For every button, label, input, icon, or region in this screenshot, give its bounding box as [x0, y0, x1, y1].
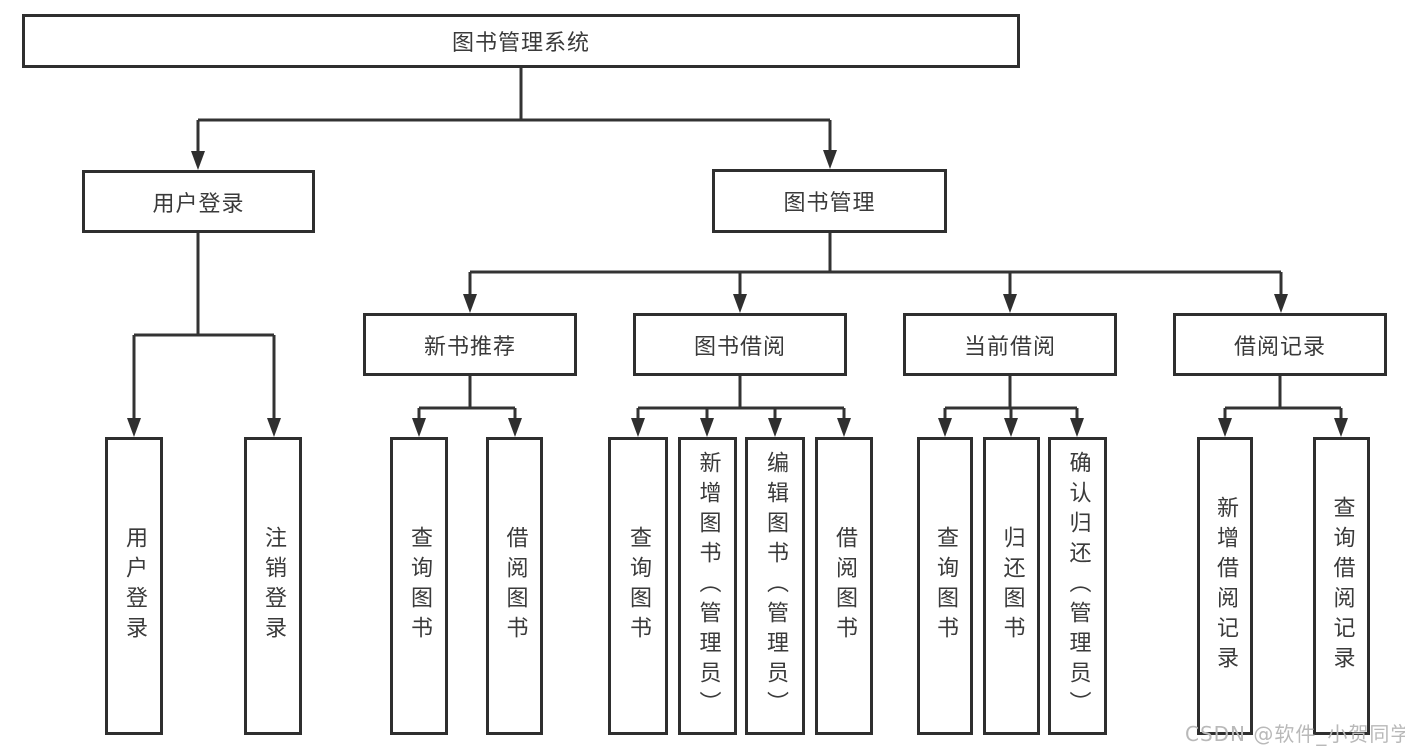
leaf-borrow-book: 借阅图书	[815, 437, 873, 735]
leaf-confirm-return-admin: 确认归还（管理员）	[1048, 437, 1107, 735]
leaf-recommend-query-book: 查询图书	[390, 437, 448, 735]
leaf-borrow-query-book-label: 查询图书	[626, 526, 651, 646]
node-current-borrow: 当前借阅	[903, 313, 1117, 376]
leaf-add-borrow-record-label: 新增借阅记录	[1213, 496, 1238, 676]
node-root-library-management-system: 图书管理系统	[22, 14, 1020, 68]
leaf-user-login-label: 用户登录	[122, 526, 147, 646]
node-borrow-record: 借阅记录	[1173, 313, 1387, 376]
node-user-login: 用户登录	[82, 170, 315, 233]
node-new-book-recommend-label: 新书推荐	[423, 334, 516, 360]
node-book-borrow: 图书借阅	[633, 313, 847, 376]
leaf-logout: 注销登录	[244, 437, 302, 735]
leaf-add-borrow-record: 新增借阅记录	[1197, 437, 1253, 735]
leaf-current-query-book-label: 查询图书	[933, 526, 958, 646]
leaf-recommend-borrow-book-label: 借阅图书	[502, 526, 528, 646]
leaf-confirm-return-admin-label: 确认归还（管理员）	[1065, 451, 1091, 721]
leaf-borrow-book-label: 借阅图书	[832, 526, 857, 646]
node-book-borrow-label: 图书借阅	[693, 334, 786, 360]
node-current-borrow-label: 当前借阅	[963, 334, 1056, 360]
leaf-borrow-query-book: 查询图书	[608, 437, 668, 735]
leaf-edit-book-admin-label: 编辑图书（管理员）	[763, 451, 788, 721]
node-borrow-record-label: 借阅记录	[1233, 334, 1326, 360]
leaf-recommend-borrow-book: 借阅图书	[486, 437, 543, 735]
leaf-query-borrow-record: 查询借阅记录	[1313, 437, 1370, 735]
node-new-book-recommend: 新书推荐	[363, 313, 577, 376]
leaf-current-query-book: 查询图书	[917, 437, 973, 735]
leaf-logout-label: 注销登录	[261, 526, 286, 646]
node-book-management-label: 图书管理	[783, 191, 876, 216]
leaf-query-borrow-record-label: 查询借阅记录	[1329, 496, 1355, 676]
watermark: CSDN @软件_小贺同学	[1185, 722, 1405, 746]
node-root-label: 图书管理系统	[451, 31, 590, 56]
leaf-recommend-query-book-label: 查询图书	[407, 526, 432, 646]
arrowhead-group	[127, 150, 1348, 437]
leaf-edit-book-admin: 编辑图书（管理员）	[745, 437, 805, 735]
node-user-login-label: 用户登录	[152, 191, 245, 217]
leaf-user-login: 用户登录	[105, 437, 163, 735]
node-book-management: 图书管理	[712, 169, 947, 233]
leaf-add-book-admin: 新增图书（管理员）	[678, 437, 737, 735]
leaf-return-book-label: 归还图书	[999, 526, 1025, 646]
leaf-return-book: 归还图书	[983, 437, 1040, 735]
leaf-add-book-admin-label: 新增图书（管理员）	[695, 451, 721, 721]
